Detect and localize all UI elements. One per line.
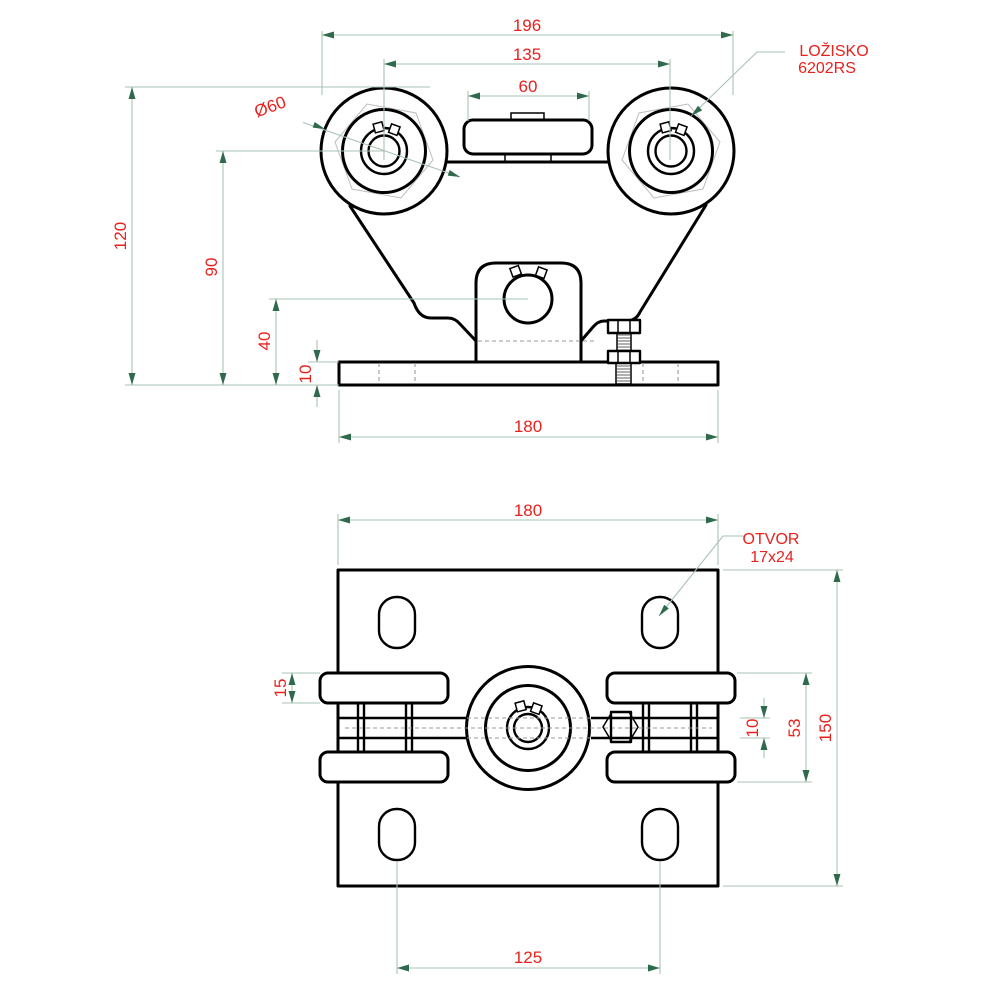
top-cap-tab — [510, 112, 545, 120]
dim-overall-height: 120 — [111, 222, 130, 250]
dim-plate-thickness: 10 — [296, 365, 315, 384]
flange-slab — [605, 750, 737, 784]
extension-lines — [282, 514, 843, 974]
dim-bracket-hole-height: 40 — [255, 332, 274, 351]
dim-plate-width-front: 180 — [514, 417, 542, 436]
bolt-nut-upper — [606, 318, 642, 335]
dim-overall-width: 196 — [513, 16, 541, 35]
dim-plate-height: 150 — [816, 714, 835, 742]
mounting-hole — [377, 595, 417, 650]
flange-slab — [318, 750, 450, 784]
dimension-arrows — [128, 31, 733, 441]
mounting-hole — [640, 595, 680, 650]
plan-dimensions: 180 15 10 53 150 125 OTVOR 17x24 — [271, 501, 843, 974]
wheel-right-hidden-hex-nut — [621, 103, 721, 199]
hub — [345, 665, 712, 791]
wheel-left-circlip-tab — [372, 120, 386, 134]
body-right-edge — [579, 203, 708, 343]
dim-plate-width-plan: 180 — [514, 501, 542, 520]
dim-axle-width: 10 — [743, 719, 762, 738]
wheel-left-circlip-tab — [387, 122, 402, 137]
dim-wheel-spacing: 135 — [513, 45, 541, 64]
bolt-nut-lower — [606, 349, 642, 365]
bracket-circlip-tab — [534, 265, 549, 280]
flange-slab — [318, 671, 450, 705]
dim-cap-width: 60 — [519, 77, 538, 96]
body-left-edge — [348, 204, 478, 343]
mounting-hole — [377, 807, 417, 862]
extension-lines — [125, 31, 734, 443]
wheel-right — [606, 86, 736, 216]
wheel-right-circlip-tab — [674, 122, 689, 137]
wheel-right-outer — [606, 86, 736, 216]
hub-circlip-tab — [529, 701, 544, 716]
wheel-left-hidden-hex-nut — [334, 103, 434, 199]
dim-wheel-center-height: 90 — [202, 258, 221, 277]
base-plate-front — [337, 360, 720, 387]
bracket-circlip-tab — [508, 264, 523, 279]
bearing-label-line1: LOŽISKO — [799, 41, 868, 60]
mounting-hole — [640, 807, 680, 862]
top-cap-body — [462, 118, 594, 156]
adjusting-bolt — [606, 318, 642, 385]
plan-view — [318, 568, 737, 888]
hole-label-line2: 17x24 — [750, 549, 794, 566]
hub-circlip-tab — [514, 699, 528, 713]
front-dimensions: 196 135 60 Ø60 120 90 40 10 180 LOŽISKO … — [111, 16, 869, 443]
bearing-label-line2: 6202RS — [798, 60, 856, 77]
bracket — [474, 261, 596, 364]
top-cap — [462, 112, 594, 162]
front-view — [319, 86, 736, 387]
flange-slab — [605, 671, 737, 705]
plan-bolt-stud — [609, 710, 633, 744]
dim-wheel-diameter: Ø60 — [252, 92, 289, 121]
dim-flange-thickness: 15 — [271, 679, 290, 698]
dim-flange-span: 53 — [785, 719, 804, 738]
hole-label-line1: OTVOR — [743, 531, 800, 548]
dim-hole-spacing: 125 — [514, 948, 542, 967]
base-plate-front-outline — [337, 360, 720, 387]
bolt-thread-hatch — [616, 365, 631, 382]
dimension-arrows — [288, 516, 841, 972]
wheel-right-rim — [628, 108, 714, 194]
dimension-lines — [131, 34, 785, 438]
wheel-right-bearing-bore — [654, 134, 688, 168]
